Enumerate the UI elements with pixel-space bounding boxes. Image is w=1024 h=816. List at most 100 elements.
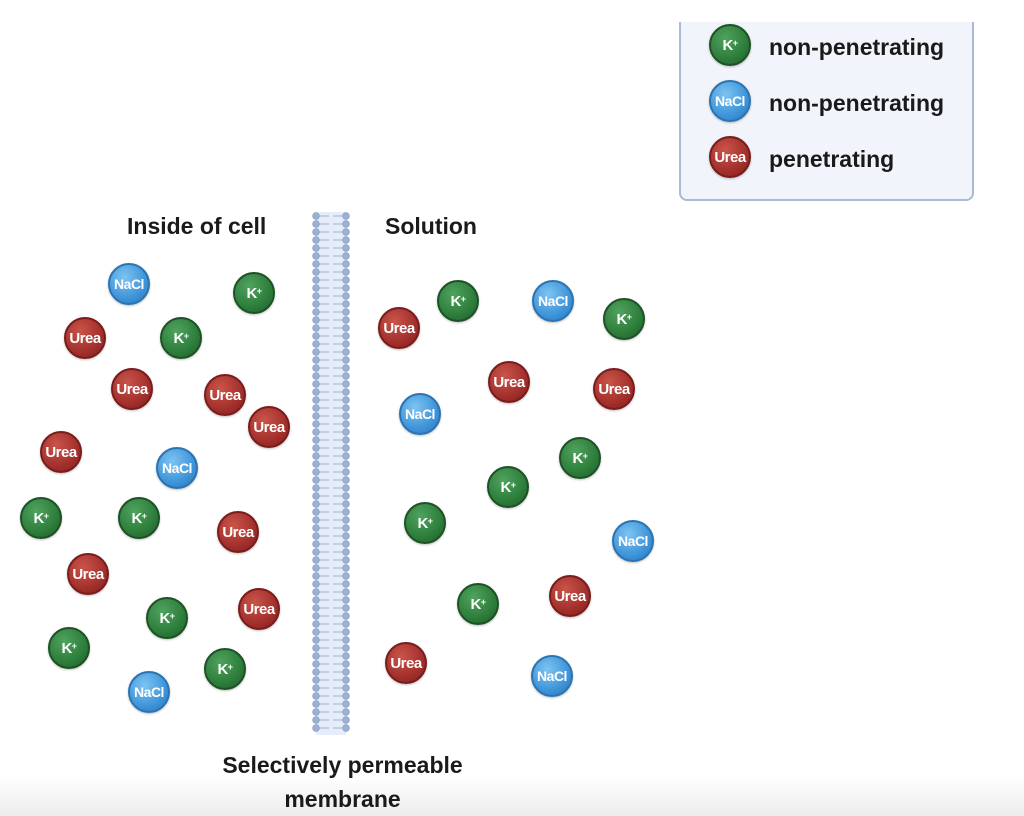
lipid-head (342, 468, 350, 476)
k-molecule: K+ (437, 280, 479, 322)
nacl-molecule: NaCl (156, 447, 198, 489)
urea-molecule: Urea (111, 368, 153, 410)
lipid-head (342, 476, 350, 484)
lipid-head (342, 348, 350, 356)
lipid-head (342, 652, 350, 660)
membrane-label: Selectively permeable membrane (200, 748, 485, 816)
legend-urea-symbol: Urea (714, 148, 746, 166)
legend-urea-label: penetrating (769, 146, 895, 172)
lipid-head (312, 428, 320, 436)
legend-row-nacl: NaCl non-penetrating (709, 80, 969, 124)
sodium-chloride-icon: NaCl (709, 80, 751, 122)
legend-nacl-label: non-penetrating (769, 90, 945, 116)
urea-label: Urea (243, 600, 275, 618)
lipid-head (312, 260, 320, 268)
lipid-head (312, 420, 320, 428)
lipid-head (342, 356, 350, 364)
nacl-label: NaCl (618, 533, 648, 549)
lipid-head (342, 428, 350, 436)
urea-molecule: Urea (378, 307, 420, 349)
lipid-head (312, 476, 320, 484)
lipid-head (312, 652, 320, 660)
k-charge: + (43, 511, 49, 521)
lipid-head (342, 588, 350, 596)
lipid-head (342, 636, 350, 644)
lipid-head (312, 724, 320, 732)
urea-label: Urea (45, 443, 77, 461)
k-charge: + (227, 662, 233, 672)
k-molecule: K+ (603, 298, 645, 340)
lipid-head (342, 556, 350, 564)
lipid-head (342, 708, 350, 716)
urea-molecule-icon: Urea (709, 136, 751, 178)
lipid-head (312, 292, 320, 300)
lipid-head (312, 564, 320, 572)
lipid-head (312, 660, 320, 668)
k-molecule: K+ (146, 597, 188, 639)
lipid-head (342, 540, 350, 548)
lipid-head (312, 252, 320, 260)
lipid-head (342, 404, 350, 412)
lipid-head (312, 692, 320, 700)
k-molecule: K+ (204, 648, 246, 690)
k-charge: + (427, 516, 433, 526)
urea-molecule: Urea (67, 553, 109, 595)
lipid-head (342, 228, 350, 236)
urea-label: Urea (253, 418, 285, 436)
lipid-head (312, 716, 320, 724)
lipid-head (342, 388, 350, 396)
k-label: K (173, 329, 184, 347)
lipid-head (342, 500, 350, 508)
lipid-head (312, 316, 320, 324)
lipid-head (342, 292, 350, 300)
urea-molecule: Urea (248, 406, 290, 448)
lipid-head (342, 452, 350, 460)
k-charge: + (256, 286, 262, 296)
urea-molecule: Urea (238, 588, 280, 630)
lipid-head (342, 268, 350, 276)
lipid-head (312, 372, 320, 380)
lipid-head (342, 412, 350, 420)
lipid-head (312, 676, 320, 684)
lipid-head (312, 524, 320, 532)
lipid-head (312, 236, 320, 244)
lipid-head (312, 596, 320, 604)
k-label: K (616, 310, 627, 328)
lipid-head (342, 260, 350, 268)
lipid-head (312, 500, 320, 508)
k-charge: + (582, 451, 588, 461)
lipid-head (312, 492, 320, 500)
lipid-head (312, 484, 320, 492)
lipid-head (312, 364, 320, 372)
k-label: K (500, 478, 511, 496)
legend-nacl-symbol: NaCl (715, 93, 745, 109)
k-charge: + (480, 597, 486, 607)
lipid-head (342, 508, 350, 516)
k-label: K (450, 292, 461, 310)
lipid-head (342, 380, 350, 388)
lipid-head (312, 220, 320, 228)
lipid-head (342, 332, 350, 340)
lipid-head (342, 252, 350, 260)
lipid-head (312, 332, 320, 340)
lipid-head (312, 268, 320, 276)
lipid-head (312, 532, 320, 540)
legend-k-symbol: K (722, 36, 733, 54)
lipid-head (312, 388, 320, 396)
k-charge: + (169, 611, 175, 621)
k-molecule: K+ (404, 502, 446, 544)
lipid-head (342, 564, 350, 572)
solution-title: Solution (385, 213, 477, 239)
lipid-head (342, 724, 350, 732)
urea-label: Urea (390, 654, 422, 672)
lipid-head (342, 612, 350, 620)
k-molecule: K+ (233, 272, 275, 314)
lipid-head (342, 460, 350, 468)
lipid-head (312, 284, 320, 292)
lipid-head (312, 508, 320, 516)
lipid-head (312, 276, 320, 284)
legend: K+ non-penetrating NaCl non-penetrating … (679, 22, 974, 201)
urea-molecule: Urea (64, 317, 106, 359)
urea-molecule: Urea (593, 368, 635, 410)
urea-label: Urea (69, 329, 101, 347)
